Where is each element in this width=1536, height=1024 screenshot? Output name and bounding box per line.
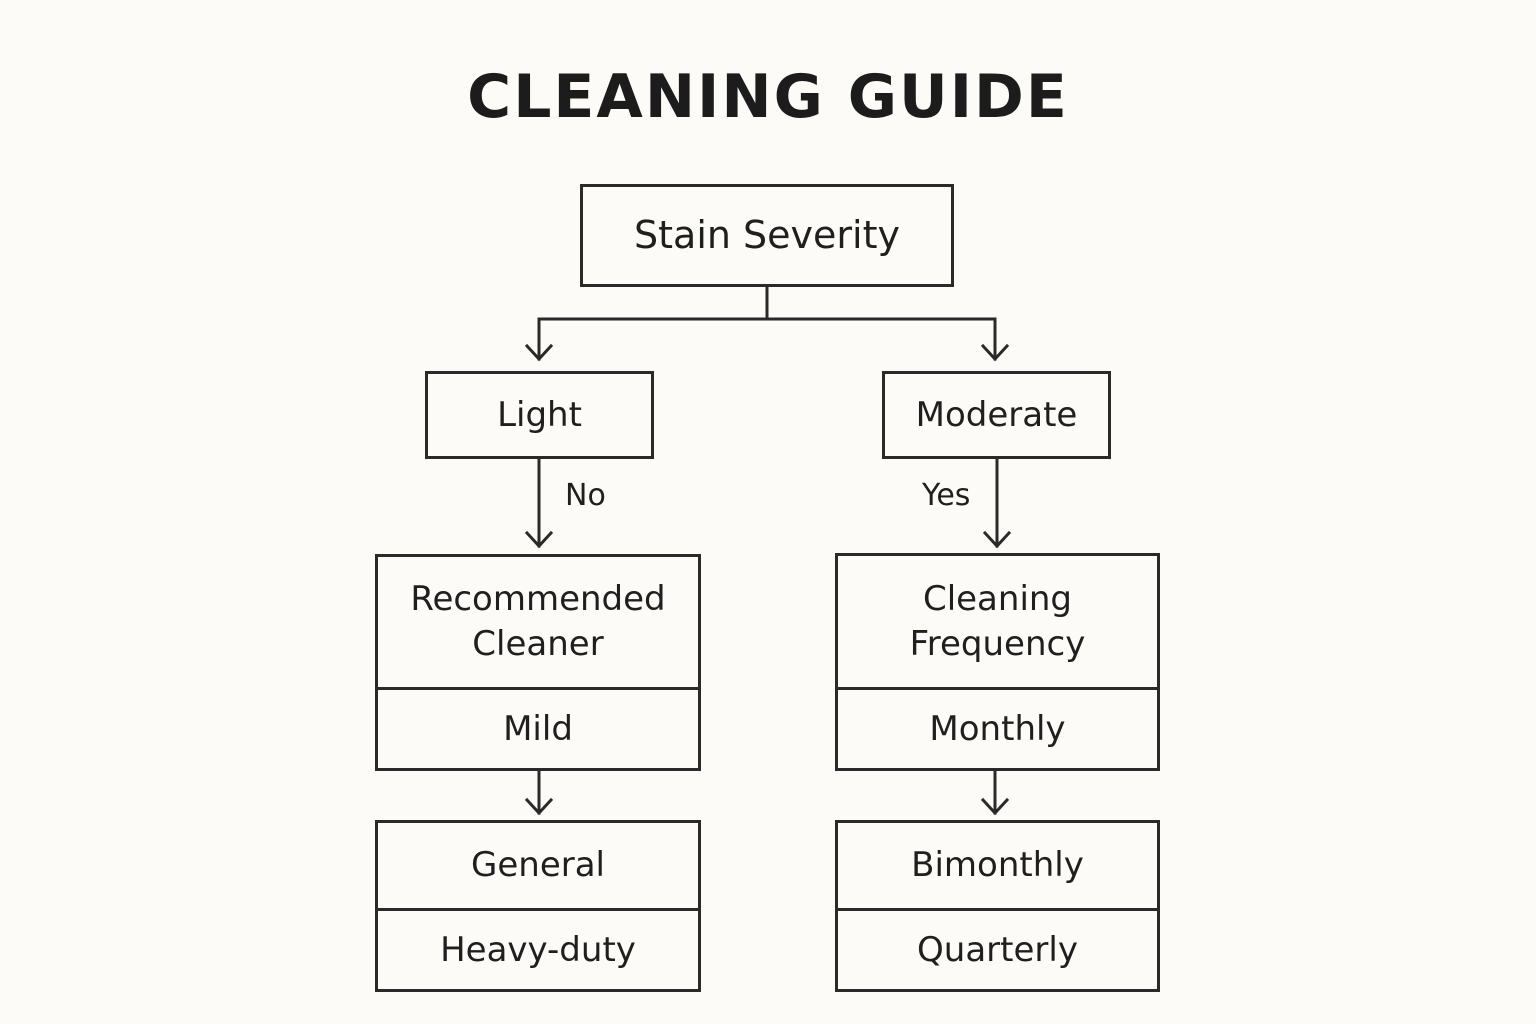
arrow-to-cleaner-options-icon: [524, 797, 554, 816]
arrow-to-moderate-icon: [980, 343, 1010, 362]
cleaner-option: General: [471, 845, 605, 886]
frequency-option: Quarterly: [838, 908, 1157, 989]
root-node-label: Stain Severity: [634, 212, 900, 257]
arrow-to-frequency-icon: [982, 530, 1012, 549]
yes-edge-label: Yes: [922, 478, 971, 513]
frequency-option: Bimonthly: [911, 845, 1084, 886]
recommended-cleaner-value: Mild: [378, 687, 698, 768]
cleaner-options-box: General Heavy-duty: [375, 820, 701, 992]
no-edge-label: No: [565, 478, 606, 513]
frequency-options-box: Bimonthly Quarterly: [835, 820, 1160, 992]
root-node: Stain Severity: [580, 184, 954, 287]
cleaning-frequency-header: Cleaning Frequency: [909, 578, 1086, 664]
cleaner-option: Heavy-duty: [378, 908, 698, 989]
cleaning-frequency-value: Monthly: [838, 687, 1157, 768]
moderate-node: Moderate: [882, 371, 1111, 459]
recommended-cleaner-box: Recommended Cleaner Mild: [375, 554, 701, 771]
recommended-cleaner-header: Recommended Cleaner: [410, 579, 666, 664]
moderate-node-label: Moderate: [915, 394, 1078, 435]
arrow-to-frequency-options-icon: [980, 797, 1010, 816]
light-node-label: Light: [497, 394, 582, 435]
arrow-to-cleaner-icon: [524, 530, 554, 549]
page-title: CLEANING GUIDE: [467, 62, 1069, 132]
cleaning-frequency-box: Cleaning Frequency Monthly: [835, 553, 1160, 771]
light-node: Light: [425, 371, 654, 459]
arrow-to-light-icon: [524, 343, 554, 362]
